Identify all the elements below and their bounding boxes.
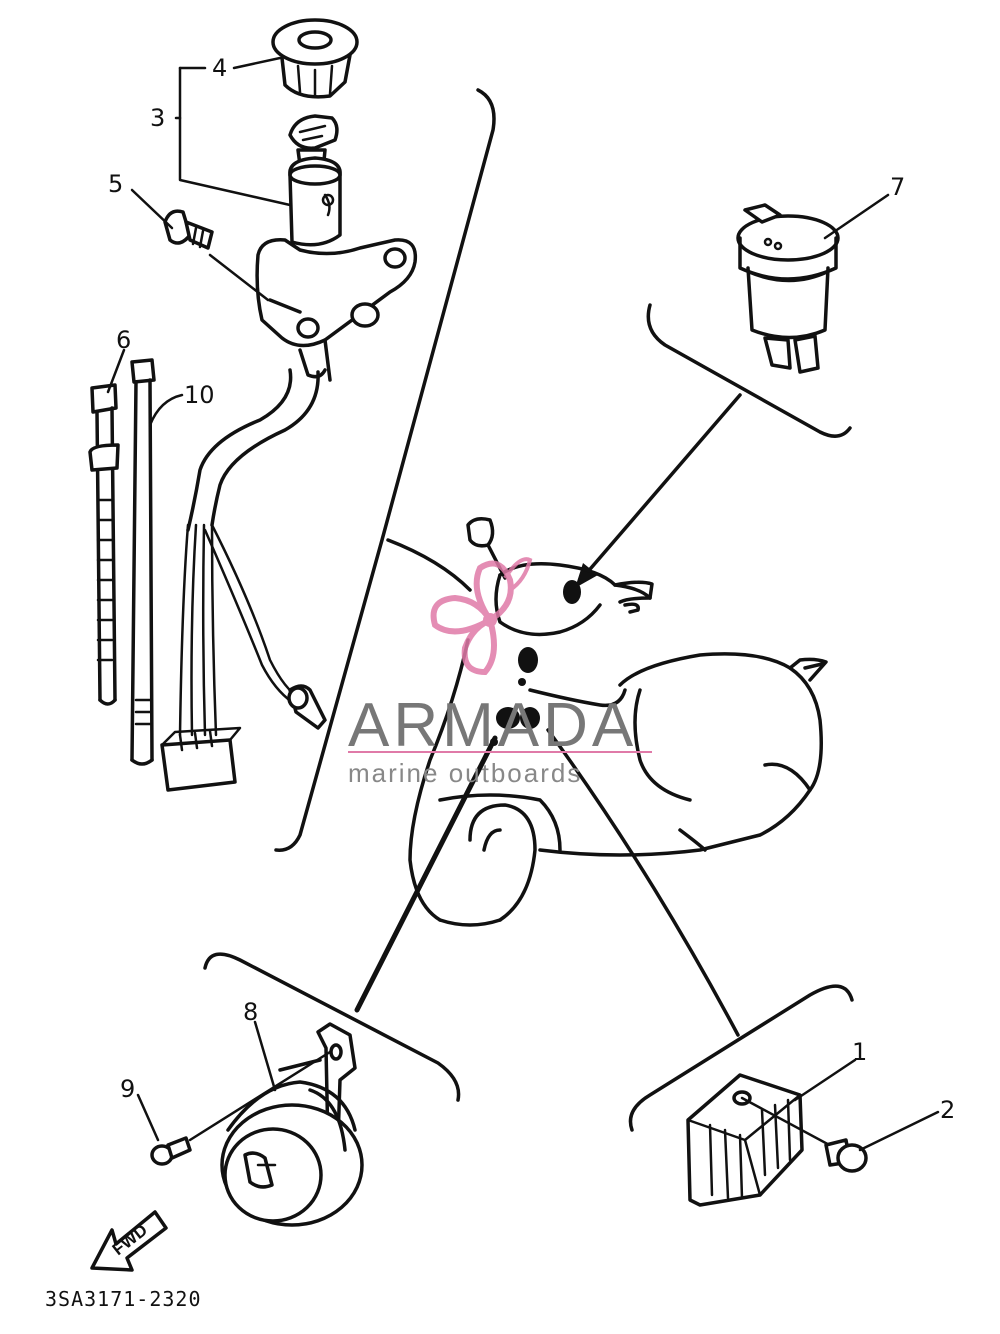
part-3-ignition-switch [160,114,418,792]
part-2-bolt [824,1138,868,1173]
callout-5: 5 [108,170,123,198]
part-5-screw [163,209,214,250]
leader-regulator [546,728,740,1037]
part-7-relay [736,203,840,374]
scooter-outline [408,517,828,927]
callout-6: 6 [116,326,131,354]
callout-10: 10 [184,381,215,409]
part-6-cable-tie [88,383,120,706]
part-10-cable-tie [130,358,156,766]
callout-3: 3 [150,104,165,132]
callout-7: 7 [890,173,905,201]
diagram-code: 3SA3171-2320 [45,1287,202,1311]
bracket-horn-group [203,952,461,1102]
part-4-cap [271,18,359,99]
callout-4: 4 [212,54,227,82]
part-8-horn [220,1022,364,1227]
callout-1: 1 [852,1038,867,1066]
callout-8: 8 [243,998,258,1026]
bracket-ignition-group [274,88,496,852]
leader-ignition [386,538,472,592]
leader-horn [354,735,498,1013]
watermark-tagline: marine outboards [348,758,582,788]
part-1-regulator [686,1073,837,1207]
arrowhead-relay [575,563,598,588]
fwd-arrow: FWD [90,1210,168,1272]
bracket-regulator-group [628,984,854,1132]
bracket-relay-group [646,303,852,438]
callouts: 4 3 5 6 10 7 8 9 1 2 [106,54,955,1152]
watermark-brand: ARMADA [348,691,637,760]
leader-relay [583,393,742,577]
watermark-logo-icon [430,557,533,676]
callout-9: 9 [120,1075,135,1103]
watermark: ARMADA marine outboards [348,557,652,788]
callout-2: 2 [940,1096,955,1124]
part-9-screw [150,1050,332,1166]
